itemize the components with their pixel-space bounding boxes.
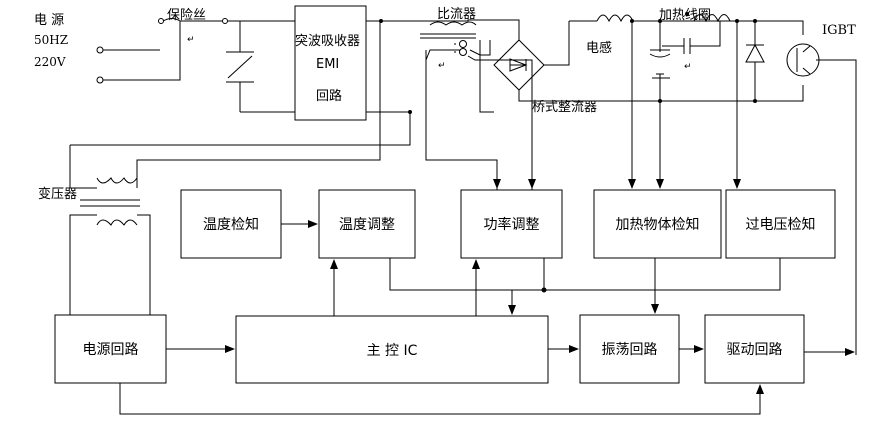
igbt-symbol [786, 43, 857, 355]
varistor-symbol [226, 21, 295, 113]
coil-label: 加热线圈 [659, 8, 712, 23]
bridge-rectifier [479, 19, 597, 113]
block-power-adjust [460, 189, 563, 259]
mains-frequency: 50HZ [34, 33, 69, 47]
emi-line1: 突波吸收器 [295, 34, 361, 49]
return-mark: ↵ [684, 62, 692, 72]
ct-label: 比流器 [437, 7, 477, 22]
emi-line3: 回路 [316, 89, 343, 104]
block-power-adjust-label: 功率调整 [483, 217, 540, 233]
resonant-section [649, 12, 731, 101]
block-temp-adjust-label: 温度调整 [339, 217, 395, 233]
block-power-supply-label: 电源回路 [82, 342, 139, 358]
block-load-detect [593, 189, 722, 259]
inductor-symbol [596, 14, 804, 35]
rectifier-label: 桥式整流器 [532, 100, 598, 115]
fuse-symbol [158, 18, 295, 24]
block-oscillator-label: 振荡回路 [601, 342, 658, 358]
block-temp-sense-label: 温度检知 [203, 217, 259, 233]
mains-terminals [96, 20, 210, 84]
block-main-ic-label: 主 控 IC [366, 342, 418, 359]
current-transformer [420, 21, 533, 190]
inductor-label: 电感 [586, 41, 613, 56]
mains-voltage: 220V [34, 55, 66, 69]
damper-diode [745, 21, 765, 101]
transformer-symbol [69, 21, 411, 315]
emi-line2: EMI [316, 57, 340, 72]
block-driver-label: 驱动回路 [726, 342, 783, 358]
transformer-label: 变压器 [38, 187, 78, 202]
return-mark: ↵ [187, 35, 195, 45]
emi-box [294, 5, 367, 121]
block-driver [704, 314, 805, 384]
block-overvolt-label: 过电压检知 [745, 217, 816, 233]
mains-label: 电 源 [34, 13, 65, 28]
igbt-label: IGBT [822, 23, 856, 38]
block-load-detect-label: 加热物体检知 [615, 217, 700, 233]
block-temp-adjust [318, 189, 416, 259]
return-mark: ↵ [438, 61, 446, 71]
fuse-label: 保险丝 [167, 8, 207, 23]
